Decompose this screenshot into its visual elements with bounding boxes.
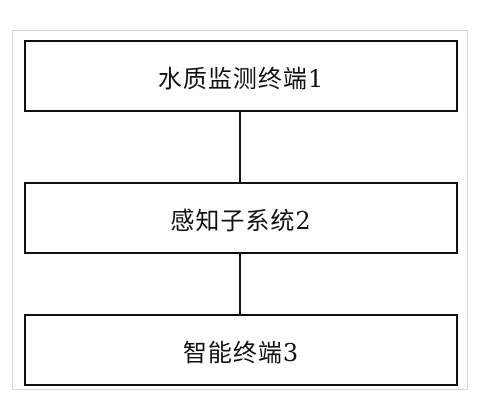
node-water-quality-terminal: 水质监测终端1 (24, 40, 458, 112)
edge-2-3 (239, 254, 241, 314)
node-label: 智能终端3 (182, 338, 300, 367)
edge-1-2 (239, 112, 241, 182)
node-smart-terminal: 智能终端3 (24, 314, 458, 386)
node-label: 水质监测终端1 (157, 64, 325, 93)
node-sensing-subsystem: 感知子系统2 (24, 182, 458, 254)
node-label: 感知子系统2 (170, 206, 312, 235)
